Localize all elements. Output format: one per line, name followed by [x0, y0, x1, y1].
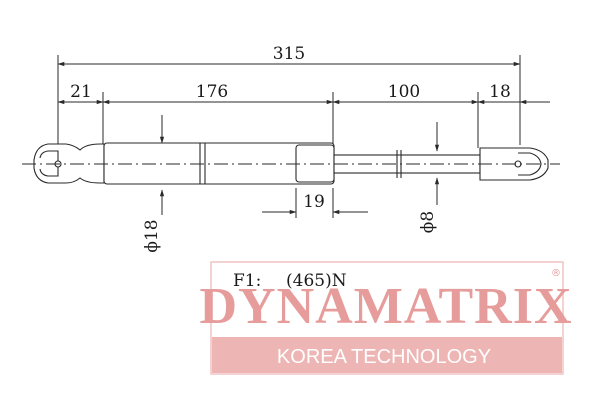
registered-mark: ® [551, 268, 561, 279]
brand-tagline: KOREA TECHNOLOGY [277, 346, 491, 368]
dim-stroke: 100 [388, 82, 420, 102]
brand-frame [210, 261, 564, 375]
dim-end-right: 18 [489, 82, 511, 102]
dimension-lines [57, 61, 550, 215]
brand-tagline-band [212, 337, 562, 373]
force-label: F1: [233, 271, 261, 291]
dim-total-length: 315 [273, 44, 305, 64]
dim-cylinder: 176 [196, 82, 228, 102]
force-value: (465)N [286, 271, 347, 291]
dim-rod-diameter: ϕ8 [418, 211, 438, 233]
extension-lines [57, 55, 521, 218]
left-end-fitting [33, 143, 105, 184]
right-end-socket [518, 152, 542, 176]
brand-panel: DYNAMATRIX ® KOREA TECHNOLOGY [199, 261, 572, 375]
seal-sleeve [295, 144, 335, 183]
dim-end-left: 21 [70, 82, 92, 102]
gas-spring [33, 142, 549, 185]
dim-sleeve: 19 [303, 192, 325, 212]
dim-cylinder-diameter: ϕ18 [142, 219, 162, 252]
brand-name: DYNAMATRIX [199, 278, 572, 335]
